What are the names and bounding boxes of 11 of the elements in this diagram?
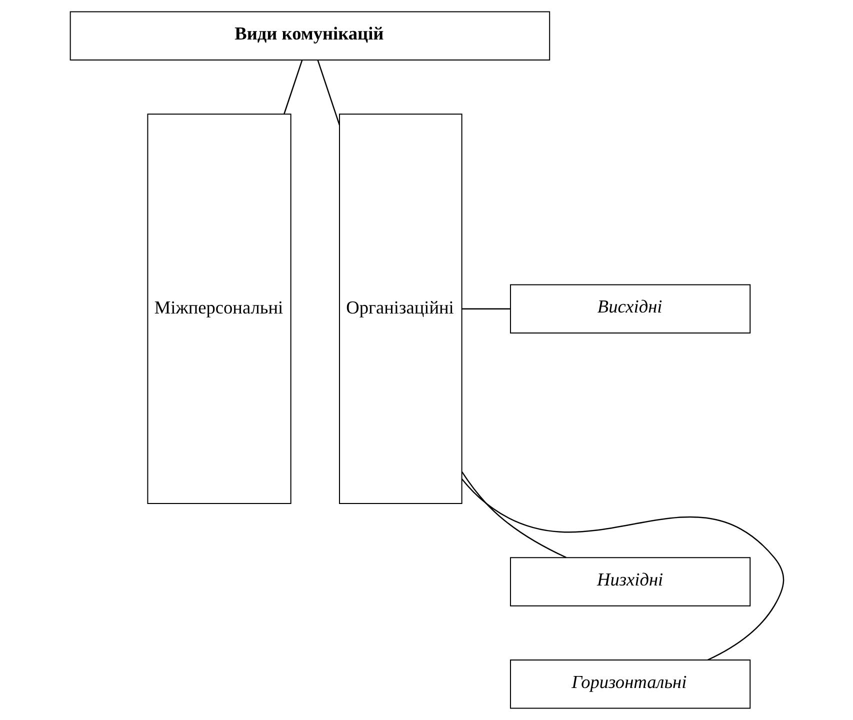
connector xyxy=(461,308,510,310)
node-box: Види комунікацій xyxy=(69,11,550,61)
node-box: Організаційні xyxy=(338,114,462,504)
node-box: Міжперсональні xyxy=(146,114,291,504)
node-box: Горизонтальні xyxy=(509,659,750,709)
connector xyxy=(460,471,566,558)
connector xyxy=(460,478,784,660)
node-box: Висхідні xyxy=(509,284,750,334)
node-box: Низхідні xyxy=(509,557,750,606)
connector xyxy=(283,60,302,114)
connector xyxy=(316,60,340,126)
